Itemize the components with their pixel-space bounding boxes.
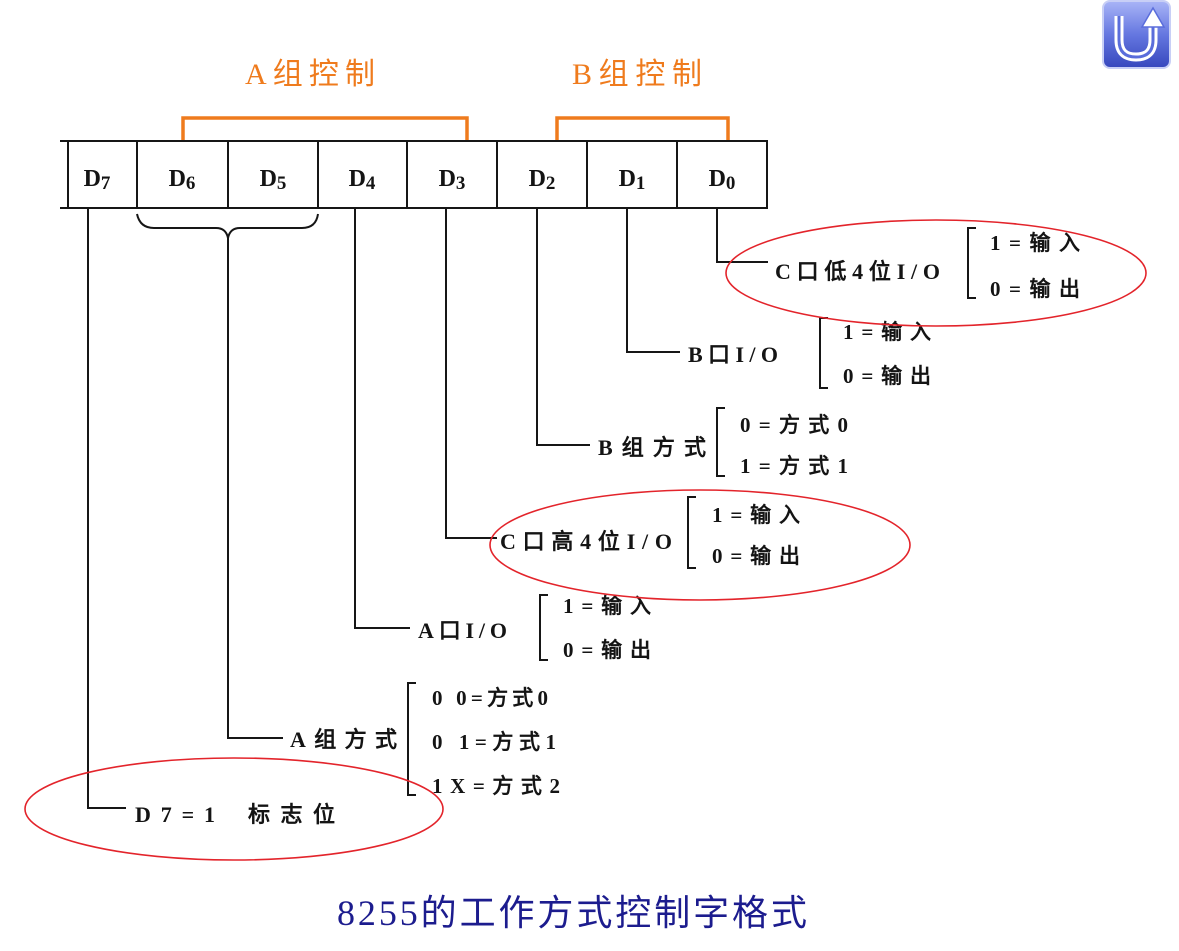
field-d6-d5: A组方式 0 0=方式0 0 1=方式1 1X=方式2 <box>136 213 560 798</box>
bit-d4-label: D4 <box>349 166 376 194</box>
d1-field-label: B口I/O <box>688 342 778 367</box>
d3-field-label: C口高4位I/O <box>500 529 672 554</box>
d7-flag-note: 标志位 <box>248 802 335 827</box>
d6-d5-options-bracket <box>407 682 416 796</box>
field-d1: B口I/O 1=输入 0=输出 <box>626 208 931 389</box>
bit-d2-label: D2 <box>529 166 556 194</box>
d4-options-bracket <box>539 594 548 661</box>
bit-d7-index: 7 <box>101 173 111 194</box>
bit-d0-label: D0 <box>709 166 736 194</box>
d6-d5-option-00: 0 0=方式0 <box>432 686 548 710</box>
d0-field-label: C口低4位I/O <box>775 259 940 284</box>
d4-option-0: 0=输出 <box>563 638 651 662</box>
d7-leader-line <box>87 208 126 809</box>
d1-option-0: 0=输出 <box>843 364 931 388</box>
bit-d1-index: 1 <box>636 173 646 194</box>
bit-d3-index: 3 <box>456 173 466 194</box>
d2-field-label: B组方式 <box>598 435 706 460</box>
bit-cell-row: D7 D6 D5 D4 D3 D2 D1 D0 <box>60 140 768 209</box>
d3-leader-line <box>445 208 497 539</box>
d1-leader-line <box>626 208 680 353</box>
bit-d6-label: D6 <box>169 166 196 194</box>
d2-leader-line <box>536 208 590 446</box>
d3-options-bracket <box>687 496 696 569</box>
bit-cell-d0 <box>676 140 768 209</box>
d6-d5-field-label: A组方式 <box>290 727 397 752</box>
d7-field-label: D7=1 <box>135 802 215 827</box>
d4-field-label: A口I/O <box>418 618 507 643</box>
d2-options-bracket <box>716 407 725 477</box>
d6-d5-brace <box>136 213 319 239</box>
d6-d5-leader-line <box>227 238 283 739</box>
d6-d5-option-01: 0 1=方式1 <box>432 730 556 754</box>
d2-option-1: 1=方式1 <box>740 454 848 478</box>
group-b-control-label: B组控制 <box>572 58 702 91</box>
slide-caption: 8255的工作方式控制字格式 <box>337 893 807 933</box>
d2-option-0: 0=方式0 <box>740 413 848 437</box>
d0-option-0: 0=输出 <box>990 277 1080 301</box>
group-a-bracket <box>181 116 469 142</box>
return-button[interactable] <box>1102 0 1171 69</box>
d6-d5-option-1x: 1X=方式2 <box>432 774 560 798</box>
group-a-control-label: A组控制 <box>245 58 375 91</box>
bit-d3-letter: D <box>439 166 456 192</box>
bit-d3-label: D3 <box>439 166 466 194</box>
d1-option-1: 1=输入 <box>843 320 931 344</box>
bit-d6-letter: D <box>169 166 186 192</box>
bit-d6-index: 6 <box>186 173 196 194</box>
bit-d7-letter: D <box>84 166 101 192</box>
bit-d5-letter: D <box>260 166 277 192</box>
bit-d2-index: 2 <box>546 173 556 194</box>
u-turn-arrow-icon[interactable] <box>1114 6 1166 62</box>
bit-d5-index: 5 <box>277 173 287 194</box>
d3-option-1: 1=输入 <box>712 503 800 527</box>
d0-highlight-ellipse <box>725 219 1147 327</box>
bit-d7-label: D7 <box>84 166 111 194</box>
d3-option-0: 0=输出 <box>712 544 800 568</box>
field-d0: C口低4位I/O 1=输入 0=输出 <box>716 208 1080 301</box>
bit-d4-index: 4 <box>366 173 376 194</box>
bit-d0-letter: D <box>709 166 726 192</box>
d4-leader-line <box>354 208 410 629</box>
bit-d4-letter: D <box>349 166 366 192</box>
bit-d1-label: D1 <box>619 166 646 194</box>
d0-option-1: 1=输入 <box>990 231 1080 255</box>
d1-options-bracket <box>819 317 828 389</box>
d7-highlight-ellipse <box>24 757 444 861</box>
bit-d0-index: 0 <box>726 173 736 194</box>
bit-d5-label: D5 <box>260 166 287 194</box>
group-b-bracket <box>555 116 730 142</box>
bit-d1-letter: D <box>619 166 636 192</box>
d0-leader-line <box>716 208 768 263</box>
d0-options-bracket <box>967 227 976 299</box>
d3-highlight-ellipse <box>489 489 911 601</box>
bit-d2-letter: D <box>529 166 546 192</box>
